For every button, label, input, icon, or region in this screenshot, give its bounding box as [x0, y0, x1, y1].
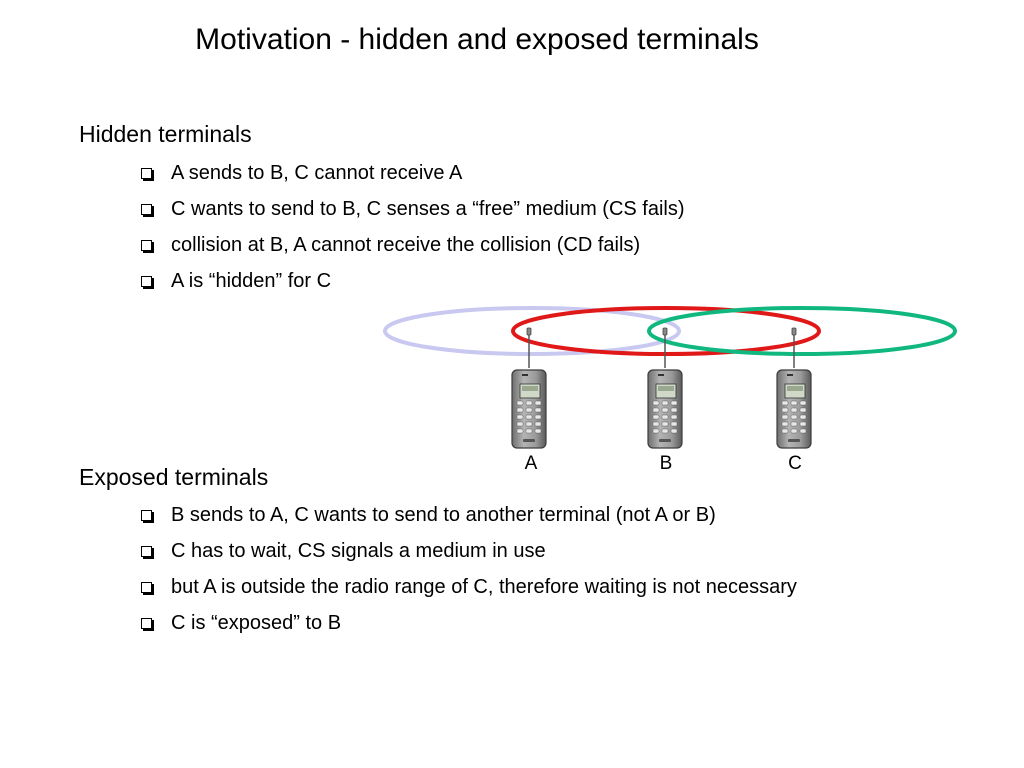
list-item: C has to wait, CS signals a medium in us… — [137, 536, 857, 566]
square-bullet-icon — [141, 276, 152, 287]
bullet-text: A sends to B, C cannot receive A — [171, 162, 463, 184]
list-item: A sends to B, C cannot receive A — [137, 158, 897, 188]
square-bullet-icon — [141, 204, 152, 215]
mobile-phone-icon — [511, 327, 547, 449]
terminal-label-a: A — [524, 453, 538, 474]
bullet-text: B sends to A, C wants to send to another… — [171, 504, 716, 526]
square-bullet-icon — [141, 618, 152, 629]
terminal-label-c: C — [788, 453, 802, 474]
square-bullet-icon — [141, 546, 152, 557]
bullet-text: but A is outside the radio range of C, t… — [171, 576, 797, 598]
list-item: but A is outside the radio range of C, t… — [137, 572, 857, 602]
page-title: Motivation - hidden and exposed terminal… — [195, 23, 759, 56]
exposed-terminals-heading: Exposed terminals — [79, 464, 269, 490]
bullet-text: C is “exposed” to B — [171, 612, 342, 634]
bullet-text: C wants to send to B, C senses a “free” … — [171, 198, 685, 220]
hidden-terminals-list: A sends to B, C cannot receive A C wants… — [137, 158, 897, 302]
list-item: A is “hidden” for C — [137, 266, 897, 296]
square-bullet-icon — [141, 510, 152, 521]
range-ellipse-b — [511, 306, 821, 356]
bullet-text: C has to wait, CS signals a medium in us… — [171, 540, 546, 562]
list-item: collision at B, A cannot receive the col… — [137, 230, 897, 260]
square-bullet-icon — [141, 168, 152, 179]
terminal-label-b: B — [659, 453, 673, 474]
square-bullet-icon — [141, 240, 152, 251]
hidden-terminals-heading: Hidden terminals — [79, 121, 252, 147]
range-ellipse-c — [647, 306, 957, 356]
list-item: B sends to A, C wants to send to another… — [137, 500, 857, 530]
list-item: C is “exposed” to B — [137, 608, 857, 638]
exposed-terminals-list: B sends to A, C wants to send to another… — [137, 500, 857, 644]
list-item: C wants to send to B, C senses a “free” … — [137, 194, 897, 224]
square-bullet-icon — [141, 582, 152, 593]
bullet-text: A is “hidden” for C — [171, 270, 332, 292]
mobile-phone-icon — [776, 327, 812, 449]
bullet-text: collision at B, A cannot receive the col… — [171, 234, 641, 256]
mobile-phone-icon — [647, 327, 683, 449]
range-ellipse-a — [383, 306, 681, 356]
